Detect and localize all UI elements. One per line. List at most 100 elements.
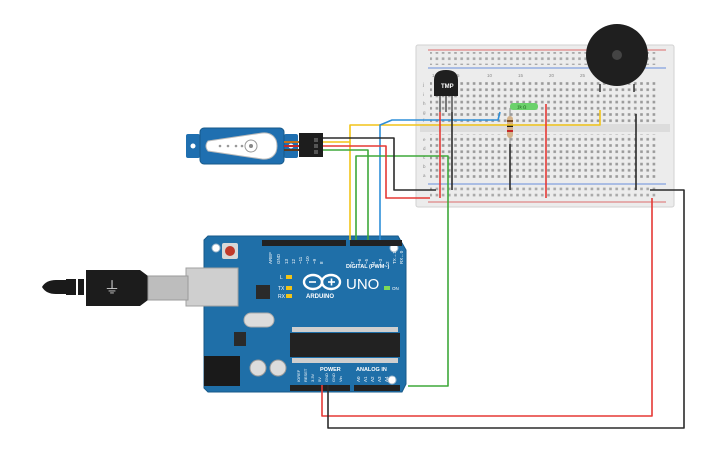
- resistor[interactable]: 1k Ω: [507, 103, 538, 144]
- led-rx-label: RX: [278, 294, 286, 300]
- reset-button[interactable]: [225, 246, 235, 256]
- servo-connector-pin: [314, 138, 318, 142]
- servo-screw-icon: [190, 143, 196, 149]
- buzzer-hole-icon: [612, 50, 622, 60]
- wire-black-servo-ground[interactable]: [323, 137, 436, 191]
- row-letter-j: j: [422, 82, 424, 87]
- power-led-icon: [384, 286, 390, 290]
- gnd-label: GND: [276, 253, 281, 264]
- pin-3-label: ~3: [378, 258, 383, 264]
- wire-green-servo[interactable]: [323, 149, 369, 240]
- analog-pin-a4-label: A4: [384, 376, 389, 382]
- row-letter-a: a: [423, 173, 426, 178]
- usb-plug-body: [86, 270, 148, 306]
- pin-5v-label: 5V: [317, 377, 322, 382]
- chip-pins-top: [292, 327, 398, 332]
- led-rx-icon: [286, 294, 292, 298]
- analog-header[interactable]: [354, 385, 400, 391]
- servo-horn-hole-icon: [234, 144, 238, 148]
- digital-header-label: DIGITAL (PWM~): [346, 264, 390, 270]
- wire-red-servo-power[interactable]: [323, 145, 430, 199]
- wires: [321, 104, 685, 429]
- wire-red-5v[interactable]: [321, 198, 653, 417]
- wire-black-gnd[interactable]: [327, 189, 685, 429]
- servo-connector-pin: [314, 150, 318, 154]
- arduino-logo-text: ARDUINO: [306, 294, 334, 300]
- gnd-pin-label: GND: [324, 373, 329, 382]
- pin-10-label: ~10: [305, 256, 310, 264]
- wire-blue-sensor[interactable]: [379, 111, 501, 240]
- usb-cable[interactable]: ⏚: [42, 270, 189, 306]
- mounting-hole-icon: [211, 243, 221, 253]
- resistor-band: [507, 120, 513, 122]
- crystal-oscillator: [243, 312, 275, 328]
- power-led-label: ON: [392, 286, 399, 291]
- usb-symbol-icon: ⏚: [104, 279, 120, 297]
- usb-cable-ring: [78, 279, 84, 295]
- dc-power-jack[interactable]: [204, 356, 240, 386]
- usb-cable-end: [42, 280, 66, 294]
- reset-pin-label: RESET: [303, 368, 308, 382]
- pin-11-label: ~11: [298, 256, 303, 264]
- pin-5-label: ~5: [364, 258, 369, 264]
- pin-6-label: ~6: [357, 258, 362, 264]
- pin-9-label: ~9: [312, 258, 317, 264]
- bottom-terminal-strip: [430, 134, 658, 178]
- wire-green-sensor-analog[interactable]: [355, 155, 449, 387]
- column-number-10: 10: [487, 73, 493, 78]
- gnd-pin-label: GND: [331, 373, 336, 382]
- microcontroller-chip: [290, 333, 400, 357]
- wire-yellow-servo-signal[interactable]: [323, 110, 601, 143]
- usb-plug-metal: [147, 275, 189, 301]
- pin-7-label: 7: [350, 261, 355, 264]
- pin-2-label: 2: [385, 261, 390, 264]
- resistor-value-badge: [510, 103, 538, 110]
- row-letter-g: g: [423, 110, 426, 115]
- voltage-regulator: [234, 332, 246, 346]
- servo-motor[interactable]: [186, 127, 323, 165]
- mounting-hole-icon: [387, 375, 397, 385]
- analog-pin-a3-label: A3: [377, 376, 382, 382]
- vin-pin-label: Vin: [338, 376, 343, 382]
- capacitor-icon: [269, 359, 287, 377]
- digital-header-left[interactable]: [262, 240, 346, 246]
- servo-connector-pin: [314, 144, 318, 148]
- capacitor-icon: [249, 359, 267, 377]
- power-header[interactable]: [290, 385, 350, 391]
- arduino-logo-icon: [302, 273, 342, 291]
- pin-4-label: 4: [371, 261, 376, 264]
- row-letter-h: h: [423, 101, 426, 106]
- led-tx-icon: [286, 286, 292, 290]
- servo-shaft-center-icon: [249, 144, 253, 148]
- digital-header-right[interactable]: [350, 240, 402, 246]
- usb-port[interactable]: [185, 267, 239, 307]
- servo-connector[interactable]: [299, 133, 323, 157]
- pin-0-label: RX←0: [399, 250, 404, 264]
- ioref-pin-label: IOREF: [296, 369, 301, 382]
- led-l-icon: [286, 275, 292, 279]
- column-number-25: 25: [580, 73, 586, 78]
- sensor-label: TMP: [441, 84, 454, 90]
- analog-pin-a5-label: A5: [391, 376, 396, 382]
- arduino-uno-board[interactable]: AREF GND 13 12 ~11 ~10 ~9 8 7 ~6 ~5 4 ~3…: [185, 235, 407, 393]
- power-section-label: POWER: [320, 367, 341, 373]
- temperature-sensor[interactable]: TMP: [434, 70, 458, 112]
- column-number-20: 20: [549, 73, 555, 78]
- led-l-label: L: [280, 275, 283, 281]
- analog-pin-a0-label: A0: [356, 376, 361, 382]
- center-channel: [420, 124, 670, 132]
- analog-section-label: ANALOG IN: [356, 367, 387, 373]
- piezo-buzzer[interactable]: [586, 24, 648, 92]
- breadboard[interactable]: j i h g f e d c b a 1 5 10 15 20 25 30: [415, 44, 675, 208]
- row-letter-b: b: [423, 164, 426, 169]
- analog-pin-a1-label: A1: [363, 376, 368, 382]
- row-letter-c: c: [423, 155, 426, 160]
- resistor-value-label: 1k Ω: [517, 105, 527, 110]
- row-letter-e: e: [423, 137, 426, 142]
- usb-cable-ring: [66, 279, 76, 295]
- resistor-band: [507, 130, 513, 132]
- servo-horn-hole-icon: [226, 144, 230, 148]
- usb-chip: [256, 285, 270, 299]
